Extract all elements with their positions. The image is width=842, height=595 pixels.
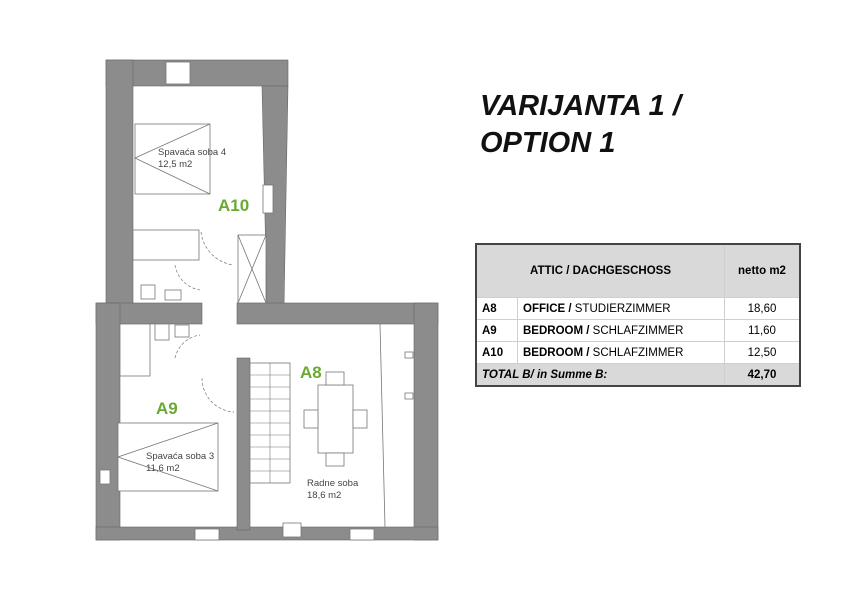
- room-code-a8: A8: [300, 363, 322, 382]
- title-line-1: VARIJANTA 1 /: [480, 90, 681, 122]
- row-name-en: BEDROOM /: [523, 346, 590, 359]
- total-label: TOTAL B/ in Summe B:: [475, 363, 725, 387]
- row-code: A9: [475, 319, 518, 342]
- row-name-de: SCHLAFZIMMER: [589, 324, 684, 337]
- room-area-a10: 12,5 m2: [158, 159, 192, 170]
- room-area-a8: 18,6 m2: [307, 490, 341, 501]
- fixtures: [99, 61, 414, 541]
- room-name-a8: Radne soba: [307, 478, 359, 489]
- table-row: A9 BEDROOM / SCHLAFZIMMER 11,60: [475, 319, 801, 342]
- header-floor: ATTIC / DACHGESCHOSS: [475, 243, 725, 298]
- table-total-row: TOTAL B/ in Summe B: 42,70: [475, 363, 801, 387]
- row-code: A8: [475, 297, 518, 320]
- table-row: A8 OFFICE / STUDIERZIMMER 18,60: [475, 297, 801, 320]
- stair-treads: [250, 363, 290, 483]
- row-name-en: OFFICE /: [523, 302, 572, 315]
- room-area-a9: 11,6 m2: [146, 463, 180, 474]
- room-name-a9: Spavaća soba 3: [146, 451, 214, 462]
- door-swings: [174, 231, 235, 413]
- header-unit: netto m2: [724, 243, 801, 298]
- row-name-de: SCHLAFZIMMER: [589, 346, 684, 359]
- row-name: OFFICE / STUDIERZIMMER: [517, 297, 725, 320]
- table-header: ATTIC / DACHGESCHOSS netto m2: [475, 243, 801, 298]
- room-code-a9: A9: [156, 399, 178, 418]
- page-title: VARIJANTA 1 / OPTION 1: [480, 88, 681, 162]
- walls: [95, 59, 439, 541]
- row-name: BEDROOM / SCHLAFZIMMER: [517, 319, 725, 342]
- room-name-a10: Spavaća soba 4: [158, 147, 226, 158]
- row-value: 12,50: [724, 341, 801, 364]
- row-value: 18,60: [724, 297, 801, 320]
- table-row: A10 BEDROOM / SCHLAFZIMMER 12,50: [475, 341, 801, 364]
- row-name-de: STUDIERZIMMER: [571, 302, 671, 315]
- area-table: ATTIC / DACHGESCHOSS netto m2 A8 OFFICE …: [475, 243, 801, 387]
- row-name: BEDROOM / SCHLAFZIMMER: [517, 341, 725, 364]
- row-code: A10: [475, 341, 518, 364]
- title-line-2: OPTION 1: [480, 127, 616, 159]
- row-name-en: BEDROOM /: [523, 324, 590, 337]
- room-code-a10: A10: [218, 196, 249, 215]
- total-value: 42,70: [724, 363, 801, 387]
- row-value: 11,60: [724, 319, 801, 342]
